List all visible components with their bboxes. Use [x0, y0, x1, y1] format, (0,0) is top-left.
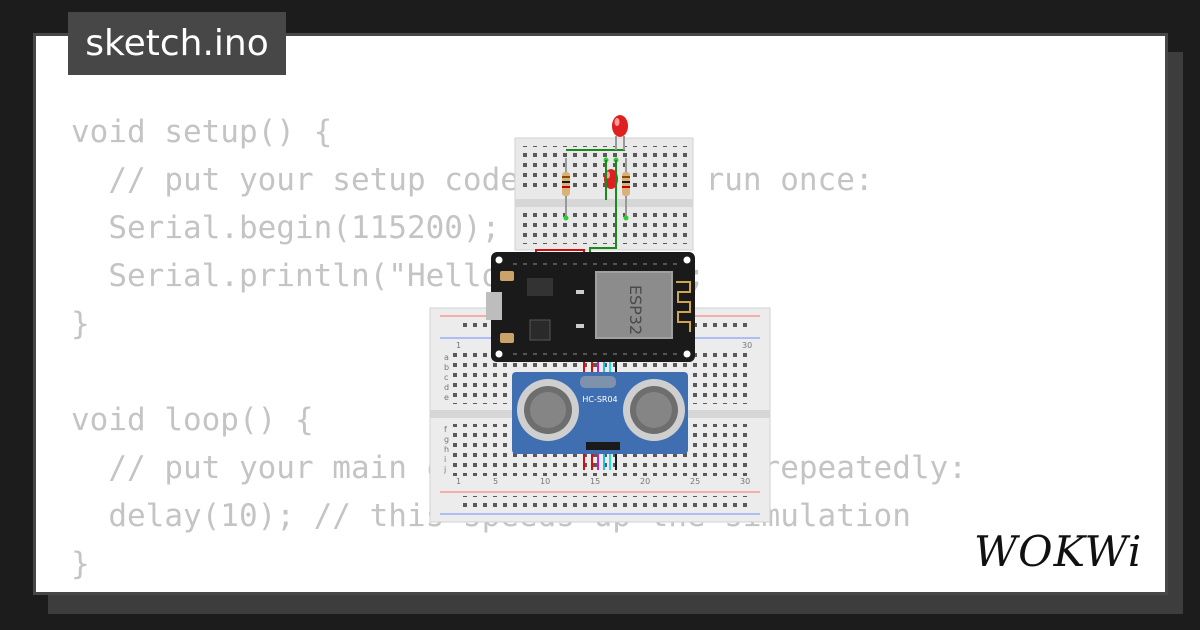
- row-number: 1: [456, 477, 461, 486]
- code-line: }: [71, 546, 90, 582]
- row-letter: e: [444, 393, 449, 402]
- row-letter: d: [444, 383, 449, 392]
- led-circuit: [562, 115, 630, 221]
- sensor-label: HC-SR04: [582, 395, 617, 404]
- row-letter: j: [443, 465, 446, 474]
- row-letter: i: [444, 455, 446, 464]
- row-letter: c: [444, 373, 448, 382]
- code-line: void loop() {: [71, 402, 314, 438]
- red-led: [612, 115, 628, 150]
- wokwi-logo[interactable]: WOKWi: [974, 527, 1143, 576]
- row-letter: a: [444, 353, 449, 362]
- row-number: 30: [740, 477, 750, 486]
- row-letter: g: [444, 435, 449, 444]
- esp32-board: ESP32: [486, 252, 695, 362]
- row-number: 30: [742, 341, 752, 350]
- small-breadboard: [514, 137, 694, 251]
- row-letter: h: [444, 445, 449, 454]
- row-number: 20: [640, 477, 650, 486]
- code-line: delay(10); // this speeds up the simulat…: [108, 498, 911, 534]
- row-number: 5: [493, 477, 498, 486]
- row-letter: f: [444, 425, 447, 434]
- code-line: }: [71, 306, 90, 342]
- code-line: Serial.begin(115200);: [71, 210, 501, 246]
- row-number: 15: [590, 477, 600, 486]
- chip-label: ESP32: [626, 285, 645, 335]
- row-letter: b: [444, 363, 449, 372]
- resistor: [622, 158, 630, 218]
- ultrasonic-sensor: HC-SR04: [512, 372, 688, 454]
- row-number: 1: [456, 341, 461, 350]
- row-number: 10: [540, 477, 550, 486]
- file-tab[interactable]: sketch.ino: [68, 12, 286, 75]
- code-line: void setup() {: [71, 114, 333, 150]
- resistor: [562, 158, 570, 218]
- row-number: 25: [690, 477, 700, 486]
